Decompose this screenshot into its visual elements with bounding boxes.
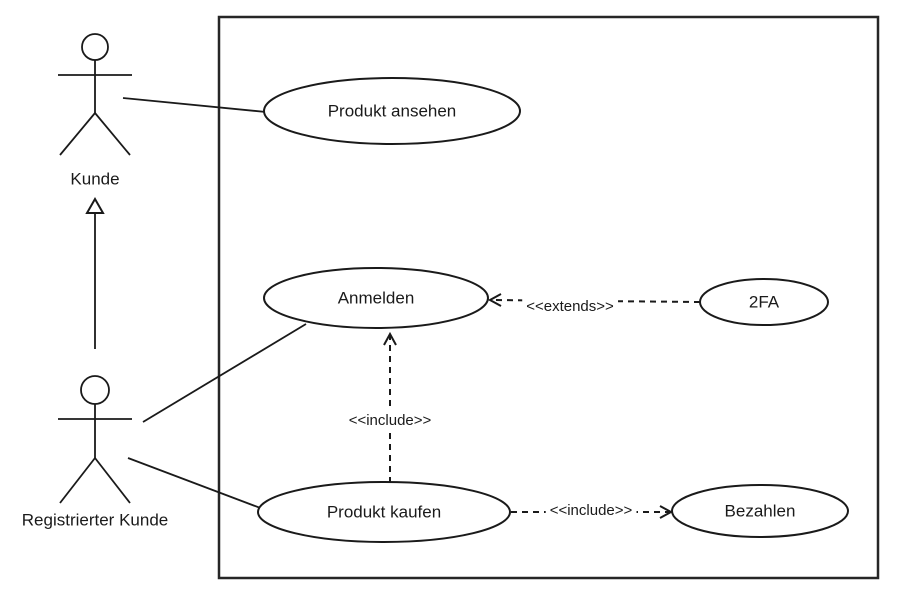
stereotype-label-mask	[344, 410, 436, 430]
include-open-arrow-icon-right	[659, 505, 674, 519]
use-case-label-anmelden: Anmelden	[338, 288, 415, 307]
stereotype-label-mask	[522, 296, 619, 316]
system-boundary-box	[217, 15, 880, 580]
generalization-hollow-triangle-icon	[85, 196, 105, 214]
association-kunde-produkt-ansehen	[122, 97, 267, 113]
actor-registrierter-kunde[interactable]: Registrierter Kunde	[22, 375, 168, 529]
use-case-ellipse-produkt-kaufen[interactable]	[257, 481, 511, 543]
association-lines	[122, 97, 307, 510]
use-case-label-2fa: 2FA	[749, 292, 780, 311]
use-case-2fa[interactable]: 2FA	[699, 278, 829, 326]
actor-right-leg-kunde	[94, 112, 131, 156]
dependency-include-produkt-kaufen-bezahlen: <<include>>	[511, 500, 674, 520]
use-case-ellipse-anmelden[interactable]	[263, 267, 489, 329]
actor-label-registrierter-kunde: Registrierter Kunde	[22, 510, 168, 529]
actor-kunde[interactable]: Kunde	[58, 33, 132, 188]
include-stereotype-label-vertical: <<include>>	[349, 412, 432, 429]
include-stereotype-label-horizontal: <<include>>	[550, 502, 633, 519]
use-case-ellipse-2fa[interactable]	[699, 278, 829, 326]
use-case-label-bezahlen: Bezahlen	[725, 501, 796, 520]
use-case-ellipse-produkt-ansehen[interactable]	[263, 77, 521, 145]
use-case-label-produkt-kaufen: Produkt kaufen	[327, 502, 441, 521]
association-registrierter-kunde-produkt-kaufen	[127, 457, 264, 510]
use-case-produkt-kaufen[interactable]: Produkt kaufen	[257, 481, 511, 543]
include-open-arrow-icon-up	[383, 331, 397, 346]
actor-right-leg-registrierter-kunde	[94, 457, 131, 504]
extends-open-arrow-icon	[487, 293, 502, 307]
actor-head-icon-registrierter-kunde	[80, 375, 110, 405]
extends-dashed-line	[489, 299, 701, 303]
generalization-registrierter-kunde-to-kunde	[85, 196, 105, 349]
actor-left-leg-registrierter-kunde	[59, 457, 96, 504]
stereotype-label-mask	[545, 500, 637, 520]
use-case-label-produkt-ansehen: Produkt ansehen	[328, 101, 457, 120]
actor-head-icon-kunde	[81, 33, 109, 61]
dependency-include-produkt-kaufen-anmelden: <<include>>	[344, 331, 436, 483]
actor-label-kunde: Kunde	[70, 169, 119, 188]
use-case-anmelden[interactable]: Anmelden	[263, 267, 489, 329]
dependency-extends-2fa-anmelden: <<extends>>	[487, 293, 701, 316]
use-case-ellipse-bezahlen[interactable]	[671, 484, 849, 538]
use-case-produkt-ansehen[interactable]: Produkt ansehen	[263, 77, 521, 145]
actor-left-leg-kunde	[59, 112, 96, 156]
association-registrierter-kunde-anmelden	[142, 323, 307, 423]
extends-stereotype-label: <<extends>>	[526, 298, 614, 315]
use-case-bezahlen[interactable]: Bezahlen	[671, 484, 849, 538]
